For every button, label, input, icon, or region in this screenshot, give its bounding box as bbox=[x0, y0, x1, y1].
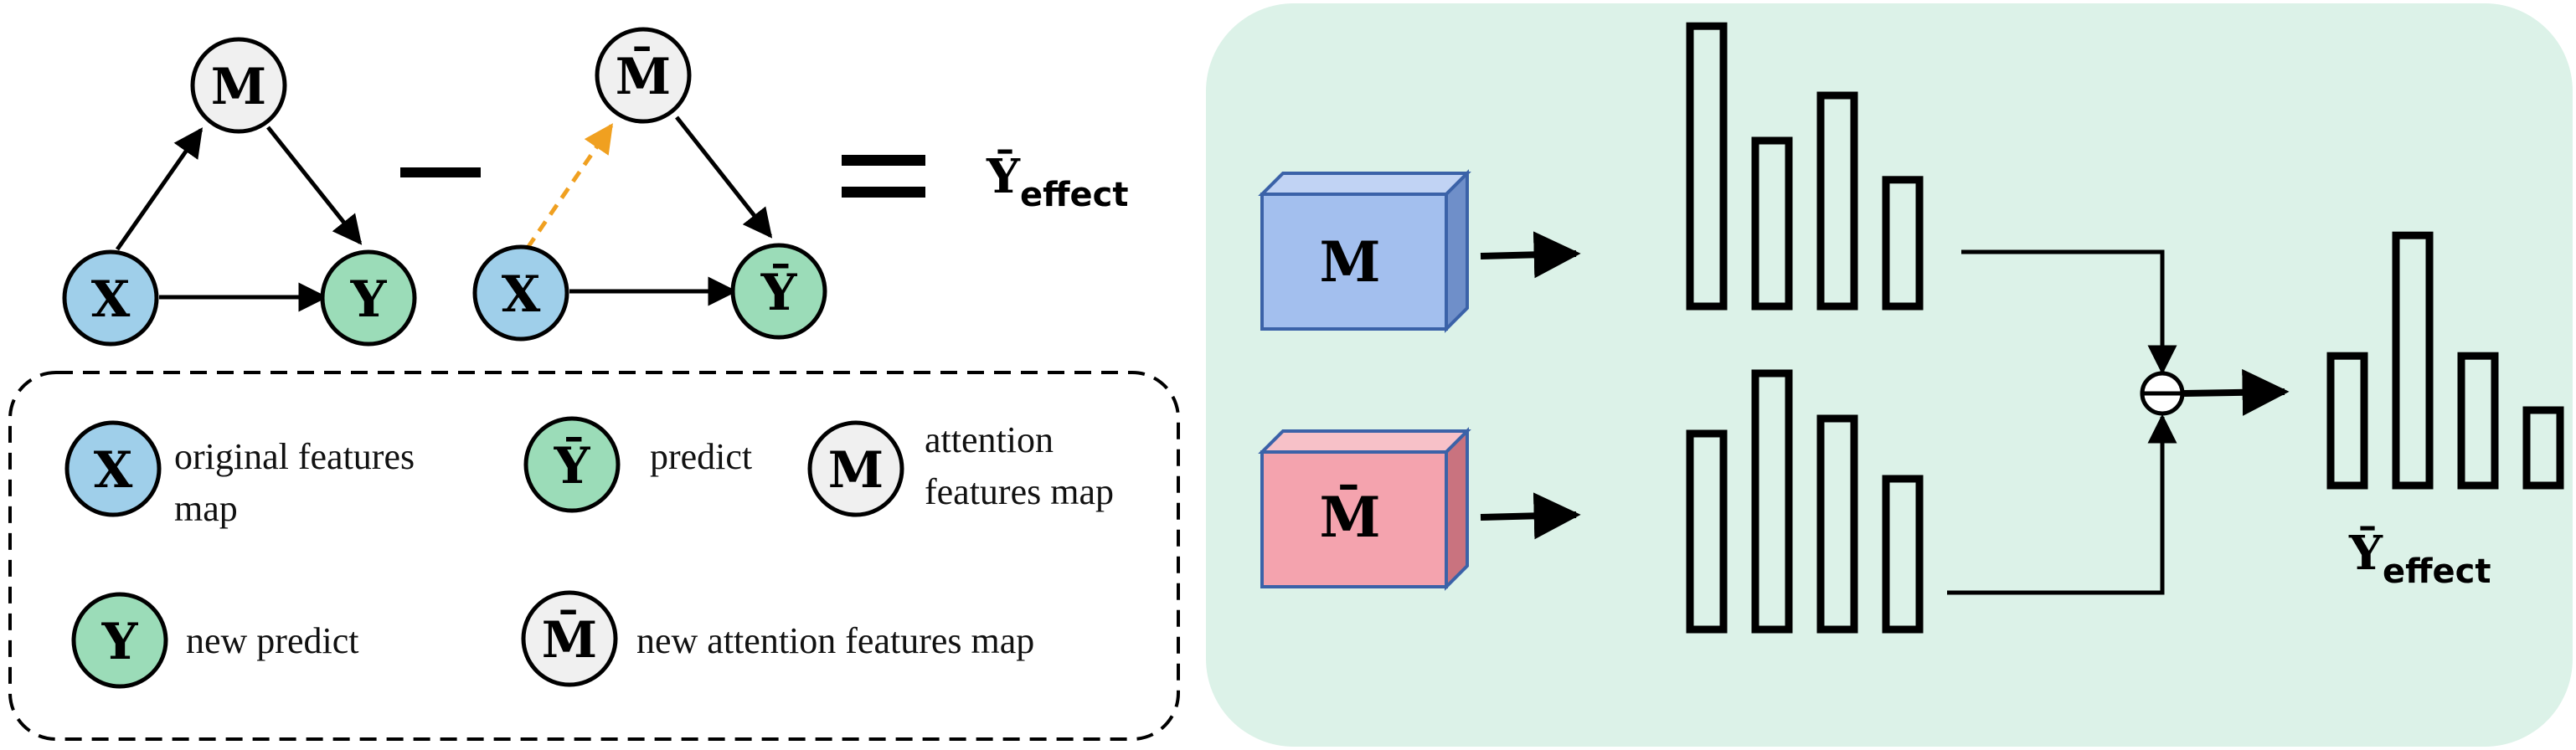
output-bar-3 bbox=[2457, 352, 2499, 490]
legend-ybar-label: predict bbox=[650, 436, 752, 477]
result-effect-subscript: effect bbox=[1020, 176, 1129, 214]
connector-top-to-subtract bbox=[1961, 249, 2177, 375]
bottom-bar-3 bbox=[1816, 414, 1858, 634]
top-bar-4 bbox=[1882, 176, 1924, 311]
legend-y-icon bbox=[71, 592, 168, 689]
bottom-bar-2 bbox=[1751, 369, 1793, 634]
cube-m: M bbox=[1258, 169, 1471, 333]
node-y bbox=[320, 249, 417, 347]
causal-graph-counterfactual: M̄ X Ȳ bbox=[472, 27, 827, 342]
top-bar-2 bbox=[1751, 136, 1793, 311]
legend-item-x: X original features map bbox=[64, 420, 415, 529]
legend-m-icon bbox=[807, 420, 904, 517]
equals-sign bbox=[842, 155, 925, 198]
arrow-subtract-to-output bbox=[2183, 368, 2290, 416]
node-y-label: Y bbox=[350, 270, 388, 329]
connector-bottom-to-subtract bbox=[1947, 414, 2177, 595]
node-x2-label: X bbox=[502, 265, 541, 324]
node-m-label: M bbox=[211, 58, 266, 116]
edge-x-to-mbar-dashed bbox=[525, 123, 614, 249]
output-y-effect: Ȳ effect bbox=[2348, 526, 2491, 591]
node-mbar-label: M̄ bbox=[616, 46, 671, 106]
top-bar-1 bbox=[1686, 22, 1728, 311]
bar-group-output bbox=[2326, 231, 2564, 490]
subtract-operator bbox=[2140, 371, 2185, 416]
edge-mbar-to-ybar bbox=[675, 116, 773, 239]
legend-item-mbar: M̄ new attention features map bbox=[521, 590, 1034, 687]
legend-ybar-icon bbox=[523, 416, 621, 513]
edge-m-to-y bbox=[266, 126, 363, 245]
node-x bbox=[62, 249, 159, 347]
top-bar-3 bbox=[1816, 91, 1858, 311]
legend-item-y: Y new predict bbox=[71, 592, 358, 689]
node-ybar-label: Ȳ bbox=[760, 264, 798, 322]
legend-mbar-label: new attention features map bbox=[636, 620, 1034, 661]
cube-mbar-label: M̄ bbox=[1319, 484, 1380, 550]
legend-x-label-2: map bbox=[174, 488, 238, 529]
output-effect-subscript: effect bbox=[2383, 552, 2491, 591]
arrow-cube-m-to-bars bbox=[1480, 231, 1581, 279]
minus-sign bbox=[400, 167, 481, 177]
legend-m-symbol: M bbox=[828, 441, 884, 500]
output-y-label: Ȳ bbox=[2348, 526, 2383, 581]
legend-item-m: M attention features map bbox=[807, 419, 1114, 517]
legend-box bbox=[8, 371, 1180, 741]
result-y-label: Ȳ bbox=[986, 149, 1021, 204]
node-m bbox=[190, 37, 287, 134]
bar-group-top bbox=[1686, 22, 1924, 311]
result-y-effect: Ȳ effect bbox=[986, 149, 1129, 214]
legend-y-symbol: Y bbox=[101, 613, 139, 671]
output-bar-1 bbox=[2326, 352, 2368, 490]
node-mbar bbox=[595, 27, 692, 124]
bottom-bar-4 bbox=[1882, 475, 1924, 634]
output-bar-4 bbox=[2522, 406, 2564, 490]
legend-x-label-1: original features bbox=[174, 436, 415, 477]
legend-x-icon bbox=[64, 420, 162, 517]
causal-graph-original: M X Y bbox=[62, 37, 417, 347]
legend-m-label-2: features map bbox=[925, 471, 1114, 512]
bottom-bar-1 bbox=[1686, 429, 1728, 634]
node-x2 bbox=[472, 244, 569, 342]
node-ybar bbox=[730, 243, 827, 340]
pipeline-panel bbox=[1206, 3, 2573, 747]
cube-m-label: M bbox=[1319, 229, 1380, 295]
edge-x-to-m bbox=[115, 127, 204, 251]
legend-m-label-1: attention bbox=[925, 419, 1054, 460]
legend-y-label: new predict bbox=[186, 620, 358, 661]
legend-mbar-icon bbox=[521, 590, 618, 687]
cube-mbar: M̄ bbox=[1258, 427, 1471, 591]
legend-ybar-symbol: Ȳ bbox=[554, 437, 591, 496]
legend-x-symbol: X bbox=[94, 441, 133, 500]
arrow-cube-mbar-to-bars bbox=[1480, 492, 1581, 540]
bar-group-bottom bbox=[1686, 369, 1924, 634]
legend-item-ybar: Ȳ predict bbox=[523, 416, 752, 513]
legend-mbar-symbol: M̄ bbox=[542, 609, 597, 670]
output-bar-2 bbox=[2392, 231, 2434, 490]
node-x-label: X bbox=[91, 270, 131, 329]
